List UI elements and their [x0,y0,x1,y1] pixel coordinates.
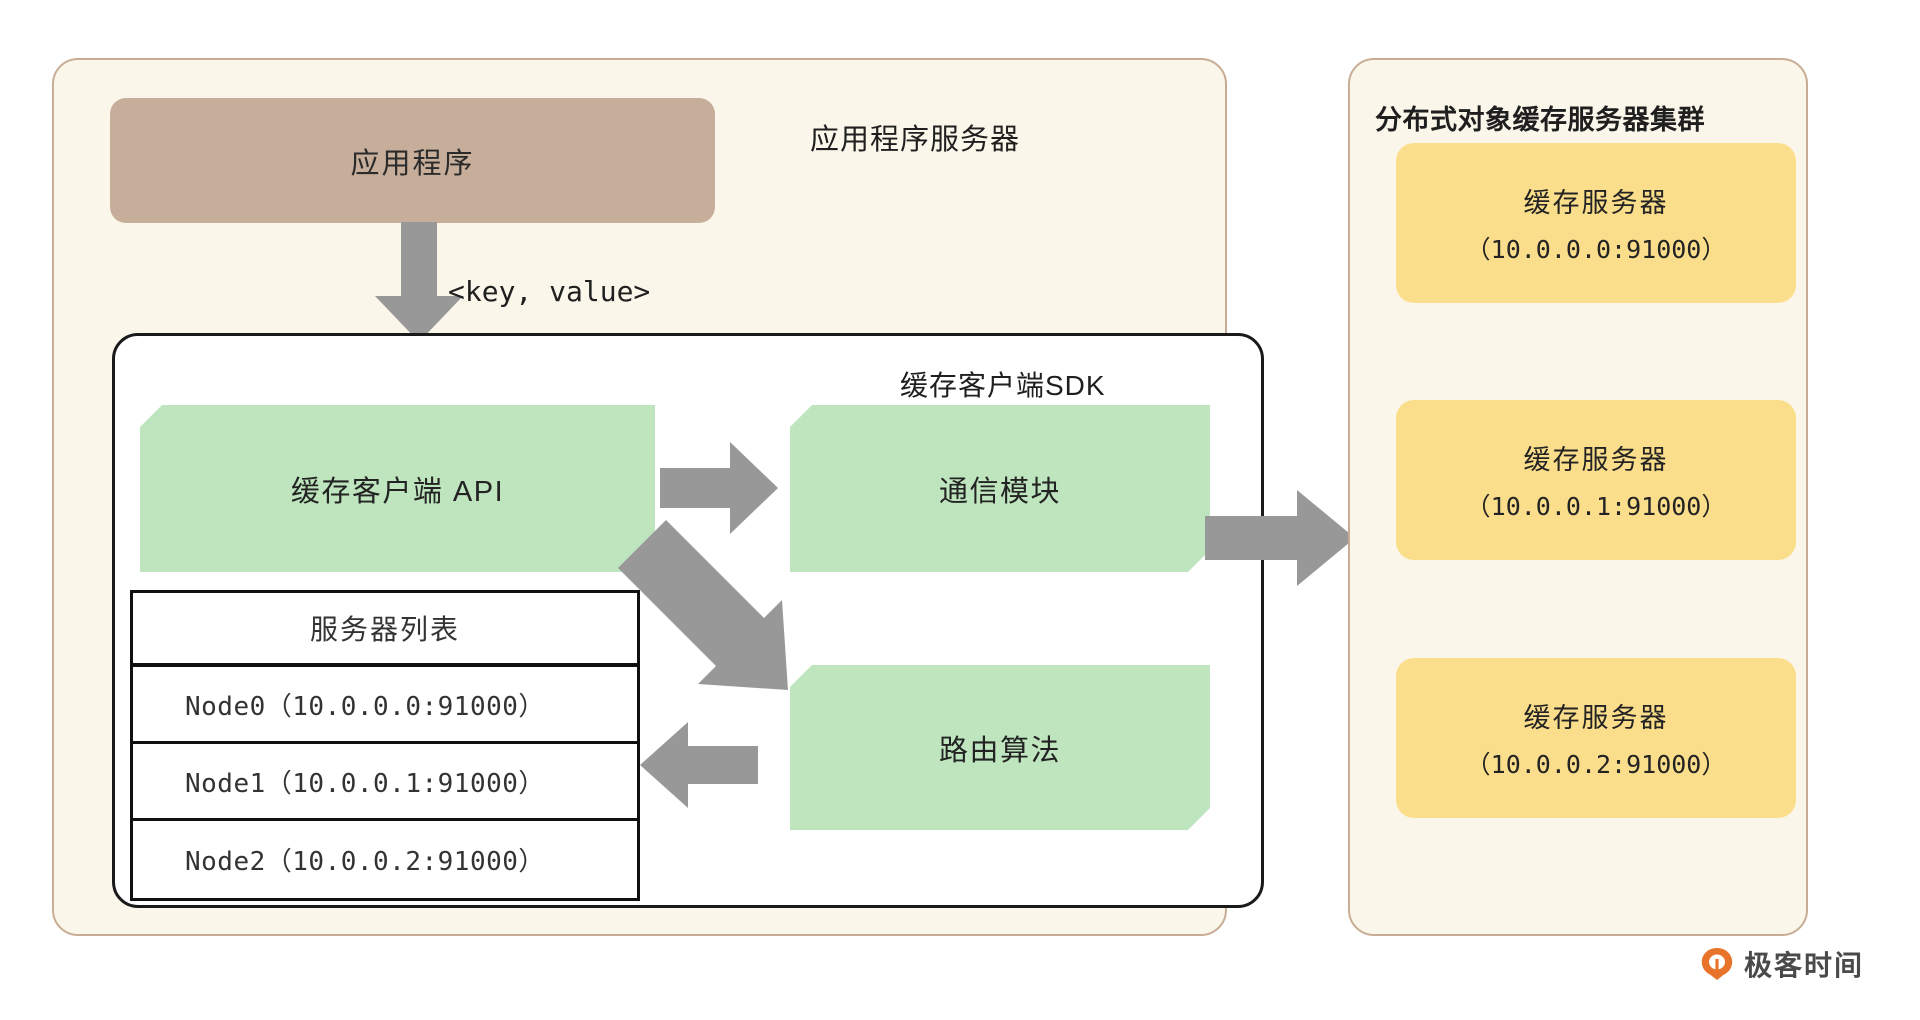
arrow-sdk-to-cluster-icon [1205,490,1355,586]
arrow-api-to-routing-icon [618,520,788,690]
server-list-table: 服务器列表 Node0（10.0.0.0:91000） Node1（10.0.0… [130,590,640,901]
cache-client-sdk-title: 缓存客户端SDK [900,370,1106,401]
cache-server-address: （10.0.0.2:91000） [1465,749,1727,779]
cache-client-api-box: 缓存客户端 API [140,405,655,572]
app-program-box: 应用程序 [110,98,715,223]
cache-server-name: 缓存服务器 [1523,444,1669,475]
app-server-title: 应用程序服务器 [810,124,1021,156]
geekbang-logo-icon [1701,948,1733,980]
cache-server-address: （10.0.0.1:91000） [1465,491,1727,521]
watermark-text: 极客时间 [1744,950,1865,981]
cache-server-name: 缓存服务器 [1523,702,1669,733]
arrow-routing-to-list-icon [640,722,758,808]
watermark-logo: 极客时间 [1700,944,1864,984]
arrow-api-to-comm-icon [660,442,778,534]
cache-server-box: 缓存服务器 （10.0.0.0:91000） [1396,143,1796,303]
table-row: Node0（10.0.0.0:91000） [133,667,637,744]
arrow-app-to-sdk-icon [375,222,463,342]
table-row: Node2（10.0.0.2:91000） [185,847,545,877]
server-list-header: 服务器列表 [133,593,637,667]
key-value-label: <key, value> [448,275,651,308]
cache-server-name: 缓存服务器 [1523,187,1669,218]
cache-server-address: （10.0.0.0:91000） [1465,234,1727,264]
routing-algorithm-box: 路由算法 [790,665,1210,830]
table-row: Node1（10.0.0.1:91000） [133,744,637,821]
cache-cluster-title: 分布式对象缓存服务器集群 [1375,105,1705,135]
cache-server-box: 缓存服务器 （10.0.0.1:91000） [1396,400,1796,560]
cache-server-box: 缓存服务器 （10.0.0.2:91000） [1396,658,1796,818]
comm-module-box: 通信模块 [790,405,1210,572]
